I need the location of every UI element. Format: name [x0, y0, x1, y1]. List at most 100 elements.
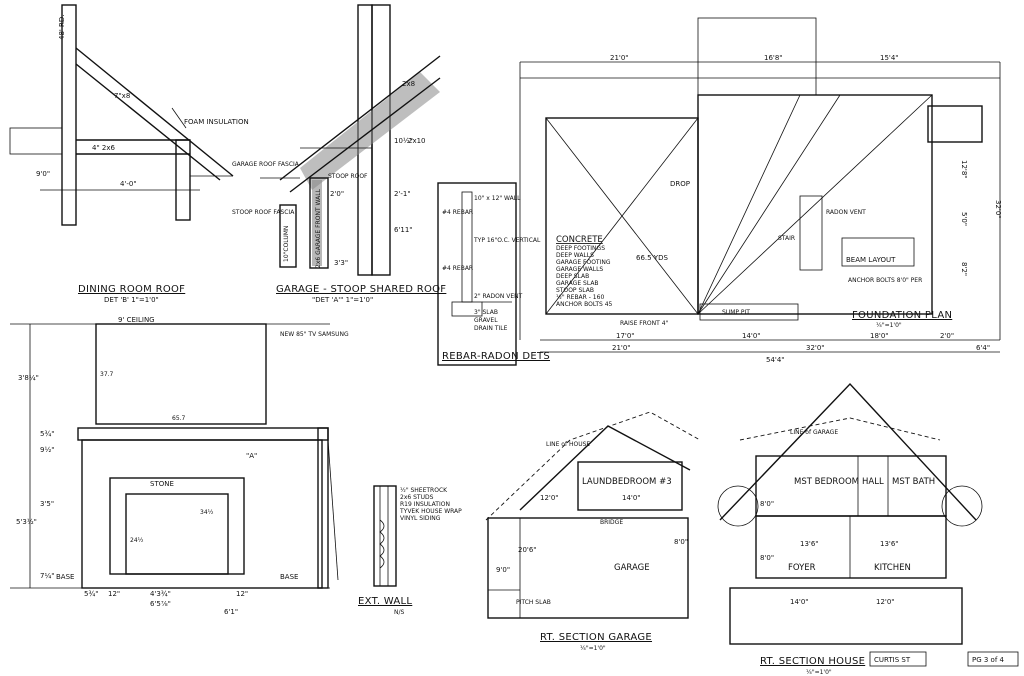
rebar-radon-title: REBAR-RADON DETS: [442, 351, 550, 362]
dining-span-label: 4'-0": [120, 180, 137, 188]
foyer-label: FOYER: [788, 563, 816, 573]
dining-rafter-label: 4" 2x6: [92, 144, 115, 152]
garage-stoop-detail: GARAGE ROOF FASCIA STOOP ROOF FASCIA STO…: [232, 4, 446, 304]
concrete-item: DEEP FOOTINGS: [556, 245, 605, 252]
section-house-title: RT. SECTION HOUSE: [760, 656, 865, 667]
garage-roof-fascia-label: GARAGE ROOF FASCIA: [232, 161, 300, 168]
foundation-plan-scale: ¼"=1'0": [876, 322, 902, 329]
fp-dim-side-4: 12'8": [960, 160, 968, 179]
foundation-plan: 21'0" 16'8" 15'4" 17'0" 14'0" 18'0" 2'0"…: [519, 17, 1002, 364]
ext-wall-note: VINYL SIDING: [400, 515, 441, 522]
garage-dim-4: 20'6": [518, 546, 537, 554]
ext-wall-title: EXT. WALL: [358, 596, 412, 607]
section-garage-scale: ¼"=1'0": [580, 645, 606, 652]
laund-label: LAUND.: [582, 477, 615, 487]
concrete-item: STOOP SLAB: [556, 287, 594, 294]
stone-label: STONE: [150, 480, 174, 488]
section-house-scale: ¼"=1'0": [806, 669, 832, 676]
garage-beam: 2x10: [408, 137, 426, 145]
column-label: 10"COLUMN: [283, 226, 290, 262]
page-number: PG 3 of 4: [972, 656, 1005, 664]
section-house: LINE of GARAGE MST BEDROOM HALL MST BATH…: [717, 382, 983, 676]
base-left: BASE: [56, 573, 74, 581]
fp-dim-bottom-1: 17'0": [616, 332, 635, 340]
dining-room-roof-detail: FOAM INSULATION 48' RD. 7"x8 4" 2x6 9'0"…: [9, 4, 249, 304]
pitch-slab-label: PITCH SLAB: [516, 599, 551, 606]
fp-dim-top-3: 15'4": [880, 54, 899, 62]
concrete-item: GARAGE FOOTING: [556, 259, 611, 266]
opening-h: 24½: [130, 537, 144, 544]
garage-dim-5: 8'0": [674, 538, 688, 546]
garage-room-label: GARAGE: [614, 563, 650, 573]
house-dim-4: 12'0": [876, 598, 895, 606]
front-wall-label: 2x6 GARAGE FRONT WALL: [315, 188, 322, 268]
garage-dim-2: 12'0": [540, 494, 559, 502]
dining-pitch-label: 7"x8: [114, 92, 130, 100]
label-a: "A": [246, 452, 257, 460]
rebar-c: TYP 16"O.C. VERTICAL: [473, 237, 541, 244]
fireplace-bottom-dim: 6'5⅞": [150, 600, 171, 608]
garage-h3: 6'11": [394, 226, 413, 234]
fp-dim-side-2: 8'2": [960, 262, 968, 276]
project-name: CURTIS ST: [874, 656, 911, 664]
title-block: CURTIS ST PG 3 of 4: [869, 651, 1019, 667]
fireplace-bottom-dim: 6'1": [224, 608, 238, 616]
ext-wall-note: TYVEK HOUSE WRAP: [399, 508, 462, 515]
rebar-radon-detail: 10" x 12" WALL #4 REBAR TYP 16"O.C. VERT…: [437, 182, 550, 366]
fp-dim-bottom-5: 6'4": [976, 344, 990, 352]
fp-dim-side-3: 5'0": [960, 212, 968, 226]
hall-label: HALL: [862, 477, 884, 487]
fp-dim-total-1: 21'0": [612, 344, 631, 352]
bridge-label: BRIDGE: [600, 519, 623, 526]
opening-w: 34½: [200, 509, 214, 516]
fireplace-bottom-dim: 4'3¾": [150, 590, 171, 598]
radon-vent-label: RADON VENT: [826, 209, 866, 216]
fp-dim-total-2: 32'0": [806, 344, 825, 352]
house-dim-1: 13'6": [800, 540, 819, 548]
concrete-item: GARAGE WALLS: [556, 266, 603, 273]
dining-top-label: 48' RD.: [58, 14, 66, 40]
dining-roof-subtitle: DET 'B' 1"=1'0": [104, 296, 159, 304]
dining-height-label: 9'0": [36, 170, 50, 178]
rebar-a: 10" x 12" WALL: [474, 195, 521, 202]
mst-bedroom-label: MST BEDROOM: [794, 477, 859, 487]
stoop-roof-label: STOOP ROOF: [328, 173, 368, 180]
concrete-item: ½" REBAR - 160: [556, 294, 604, 301]
garage-stoop-subtitle: "DET 'A'" 1"=1'0": [312, 296, 373, 304]
garage-span1: 2'0": [330, 190, 344, 198]
rebar-h: DRAIN TILE: [474, 325, 508, 332]
fp-dim-bottom-3: 18'0": [870, 332, 889, 340]
garage-dim-3: 9'0": [496, 566, 510, 574]
garage-h1: 10½": [394, 137, 413, 145]
fp-dim-total-3: 54'4": [766, 356, 785, 364]
section-garage-title: RT. SECTION GARAGE: [540, 632, 652, 643]
house-dim-2: 13'6": [880, 540, 899, 548]
bedroom3-label: BEDROOM #3: [612, 477, 672, 487]
rebar-e: 2" RADON VENT: [474, 293, 523, 300]
rebar-b: #4 REBAR: [442, 209, 473, 216]
ceiling-label: 9' CEILING: [118, 316, 155, 324]
fireplace-left-dim: 3'8¼": [18, 374, 39, 382]
stoop-roof-fascia-label: STOOP ROOF FASCIA: [232, 209, 295, 216]
garage-dim-1: 14'0": [622, 494, 641, 502]
ext-wall-scale: N/S: [394, 609, 405, 616]
garage-rafter: 2x8: [402, 80, 415, 88]
fp-dim-top-2: 16'8": [764, 54, 783, 62]
house-line-label: LINE of GARAGE: [790, 429, 838, 436]
fp-dim-side-1: 32'0": [994, 200, 1002, 219]
ext-wall-note: 2x6 STUDS: [400, 494, 434, 501]
section-garage: LINE of HOUSE LAUND. BEDROOM #3 GARAGE P…: [485, 411, 701, 652]
concrete-title: CONCRETE: [556, 235, 603, 245]
rebar-f: 3" SLAB: [474, 309, 498, 316]
fireplace-left-dim: 5'3½": [16, 518, 37, 526]
garage-h2: 2'-1": [394, 190, 411, 198]
kitchen-label: KITCHEN: [874, 563, 911, 573]
concrete-item: DEEP SLAB: [556, 273, 589, 280]
fireplace-bottom-dim: 5¾": [84, 590, 98, 598]
rebar-d: #4 REBAR: [442, 265, 473, 272]
concrete-note: 66.5 YDS: [636, 254, 668, 262]
ext-wall-note: R19 INSULATION: [400, 501, 450, 508]
garage-stoop-title: GARAGE - STOOP SHARED ROOF: [276, 284, 446, 295]
